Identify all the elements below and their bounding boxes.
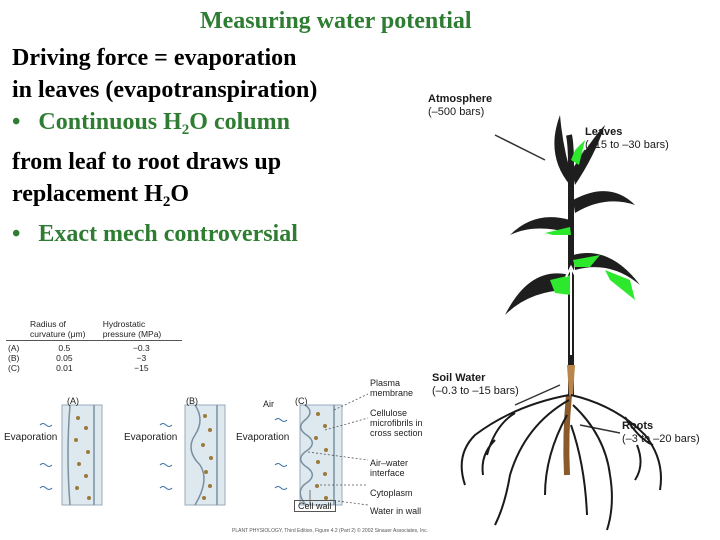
callout-air-water-interface: Air–water interface xyxy=(370,458,409,478)
figure-credit: PLANT PHYSIOLOGY, Third Edition, Figure … xyxy=(232,528,429,534)
roots-label: Roots (–3 to –20 bars) xyxy=(622,420,700,445)
slide-title: Measuring water potential xyxy=(200,8,472,34)
evaporation-label-c: Evaporation xyxy=(236,432,290,443)
soil-arrow xyxy=(514,384,561,406)
line5-pre: replacement H xyxy=(12,181,163,207)
evaporation-label-a: Evaporation xyxy=(4,432,58,443)
leaf-top-left xyxy=(554,115,573,185)
cell-panels xyxy=(39,393,369,506)
callout-plasma-membrane: Plasma membrane xyxy=(370,378,414,398)
panel-a xyxy=(39,404,103,506)
body-line-1: Driving force = evaporation xyxy=(12,45,297,71)
body-line-5: replacement H2O xyxy=(12,178,392,218)
bullet-item-2: • Exact mech controversial xyxy=(12,218,392,250)
panel-c xyxy=(274,393,369,506)
stem xyxy=(566,134,574,395)
root-main xyxy=(563,394,572,476)
bullet-item-1: • Continuous H2O column xyxy=(12,106,392,146)
leaf-highlight xyxy=(571,140,585,165)
subscript-2: 2 xyxy=(162,194,171,210)
body-line-2: in leaves (evapotranspiration) xyxy=(12,77,318,103)
callout-cytoplasm: Cytoplasm xyxy=(370,488,413,498)
leaves-label: Leaves (–15 to –30 bars) xyxy=(585,126,669,151)
callout-water-in-wall: Water in wall xyxy=(370,506,422,516)
leaf-highlight xyxy=(545,227,571,235)
leaf-highlight xyxy=(605,270,635,300)
bullet-marker: • xyxy=(12,221,21,247)
cell-wall-label: Cell wall xyxy=(294,500,336,512)
leaf-upper-left xyxy=(510,217,570,235)
curvature-table: Radius of curvature (μm) Hydrostatic pre… xyxy=(6,318,182,373)
table-row: (C) 0.01 −15 xyxy=(8,363,149,373)
bullet-marker: • xyxy=(12,109,21,135)
panel-b xyxy=(159,404,226,506)
bullet-text: Exact mech controversial xyxy=(38,221,298,247)
body-line-4: from leaf to root draws up xyxy=(12,149,282,175)
leaf-highlight xyxy=(573,255,600,267)
line5-post: O xyxy=(170,181,190,207)
atmosphere-arrow xyxy=(494,134,546,161)
subscript-2: 2 xyxy=(181,122,190,138)
bullet-text-post: O column xyxy=(189,109,290,135)
bullet-text-pre: Continuous H xyxy=(38,109,182,135)
table-row: (A) 0.5 −0.3 xyxy=(8,343,150,353)
atmosphere-label: Atmosphere (–500 bars) xyxy=(428,93,493,118)
table-row: (B) 0.05 −3 xyxy=(8,353,147,363)
table-header-radius: Radius of curvature (μm) xyxy=(28,318,101,341)
table-header-blank xyxy=(6,318,28,341)
leaf-highlight xyxy=(550,275,571,295)
slide-body: Driving force = evaporation in leaves (e… xyxy=(12,42,392,250)
panel-label-b: (B) xyxy=(186,396,198,406)
root-crown xyxy=(567,365,575,395)
panel-label-a: (A) xyxy=(67,396,79,406)
panel-label-c: (C) xyxy=(295,396,308,406)
roots-arrow xyxy=(579,424,621,434)
leaf-top-right xyxy=(572,125,605,185)
air-label: Air xyxy=(263,399,274,409)
leaf-upper-right xyxy=(573,191,635,213)
table-header-pressure: Hydrostatic pressure (MPa) xyxy=(100,318,182,341)
soil-water-label: Soil Water (–0.3 to –15 bars) xyxy=(432,372,519,397)
roots xyxy=(460,394,662,531)
evaporation-label-b: Evaporation xyxy=(124,432,178,443)
water-flow-arrow xyxy=(565,264,577,355)
callout-cellulose: Cellulose microfibrils in cross section xyxy=(370,408,423,438)
plant-diagram xyxy=(460,115,662,531)
